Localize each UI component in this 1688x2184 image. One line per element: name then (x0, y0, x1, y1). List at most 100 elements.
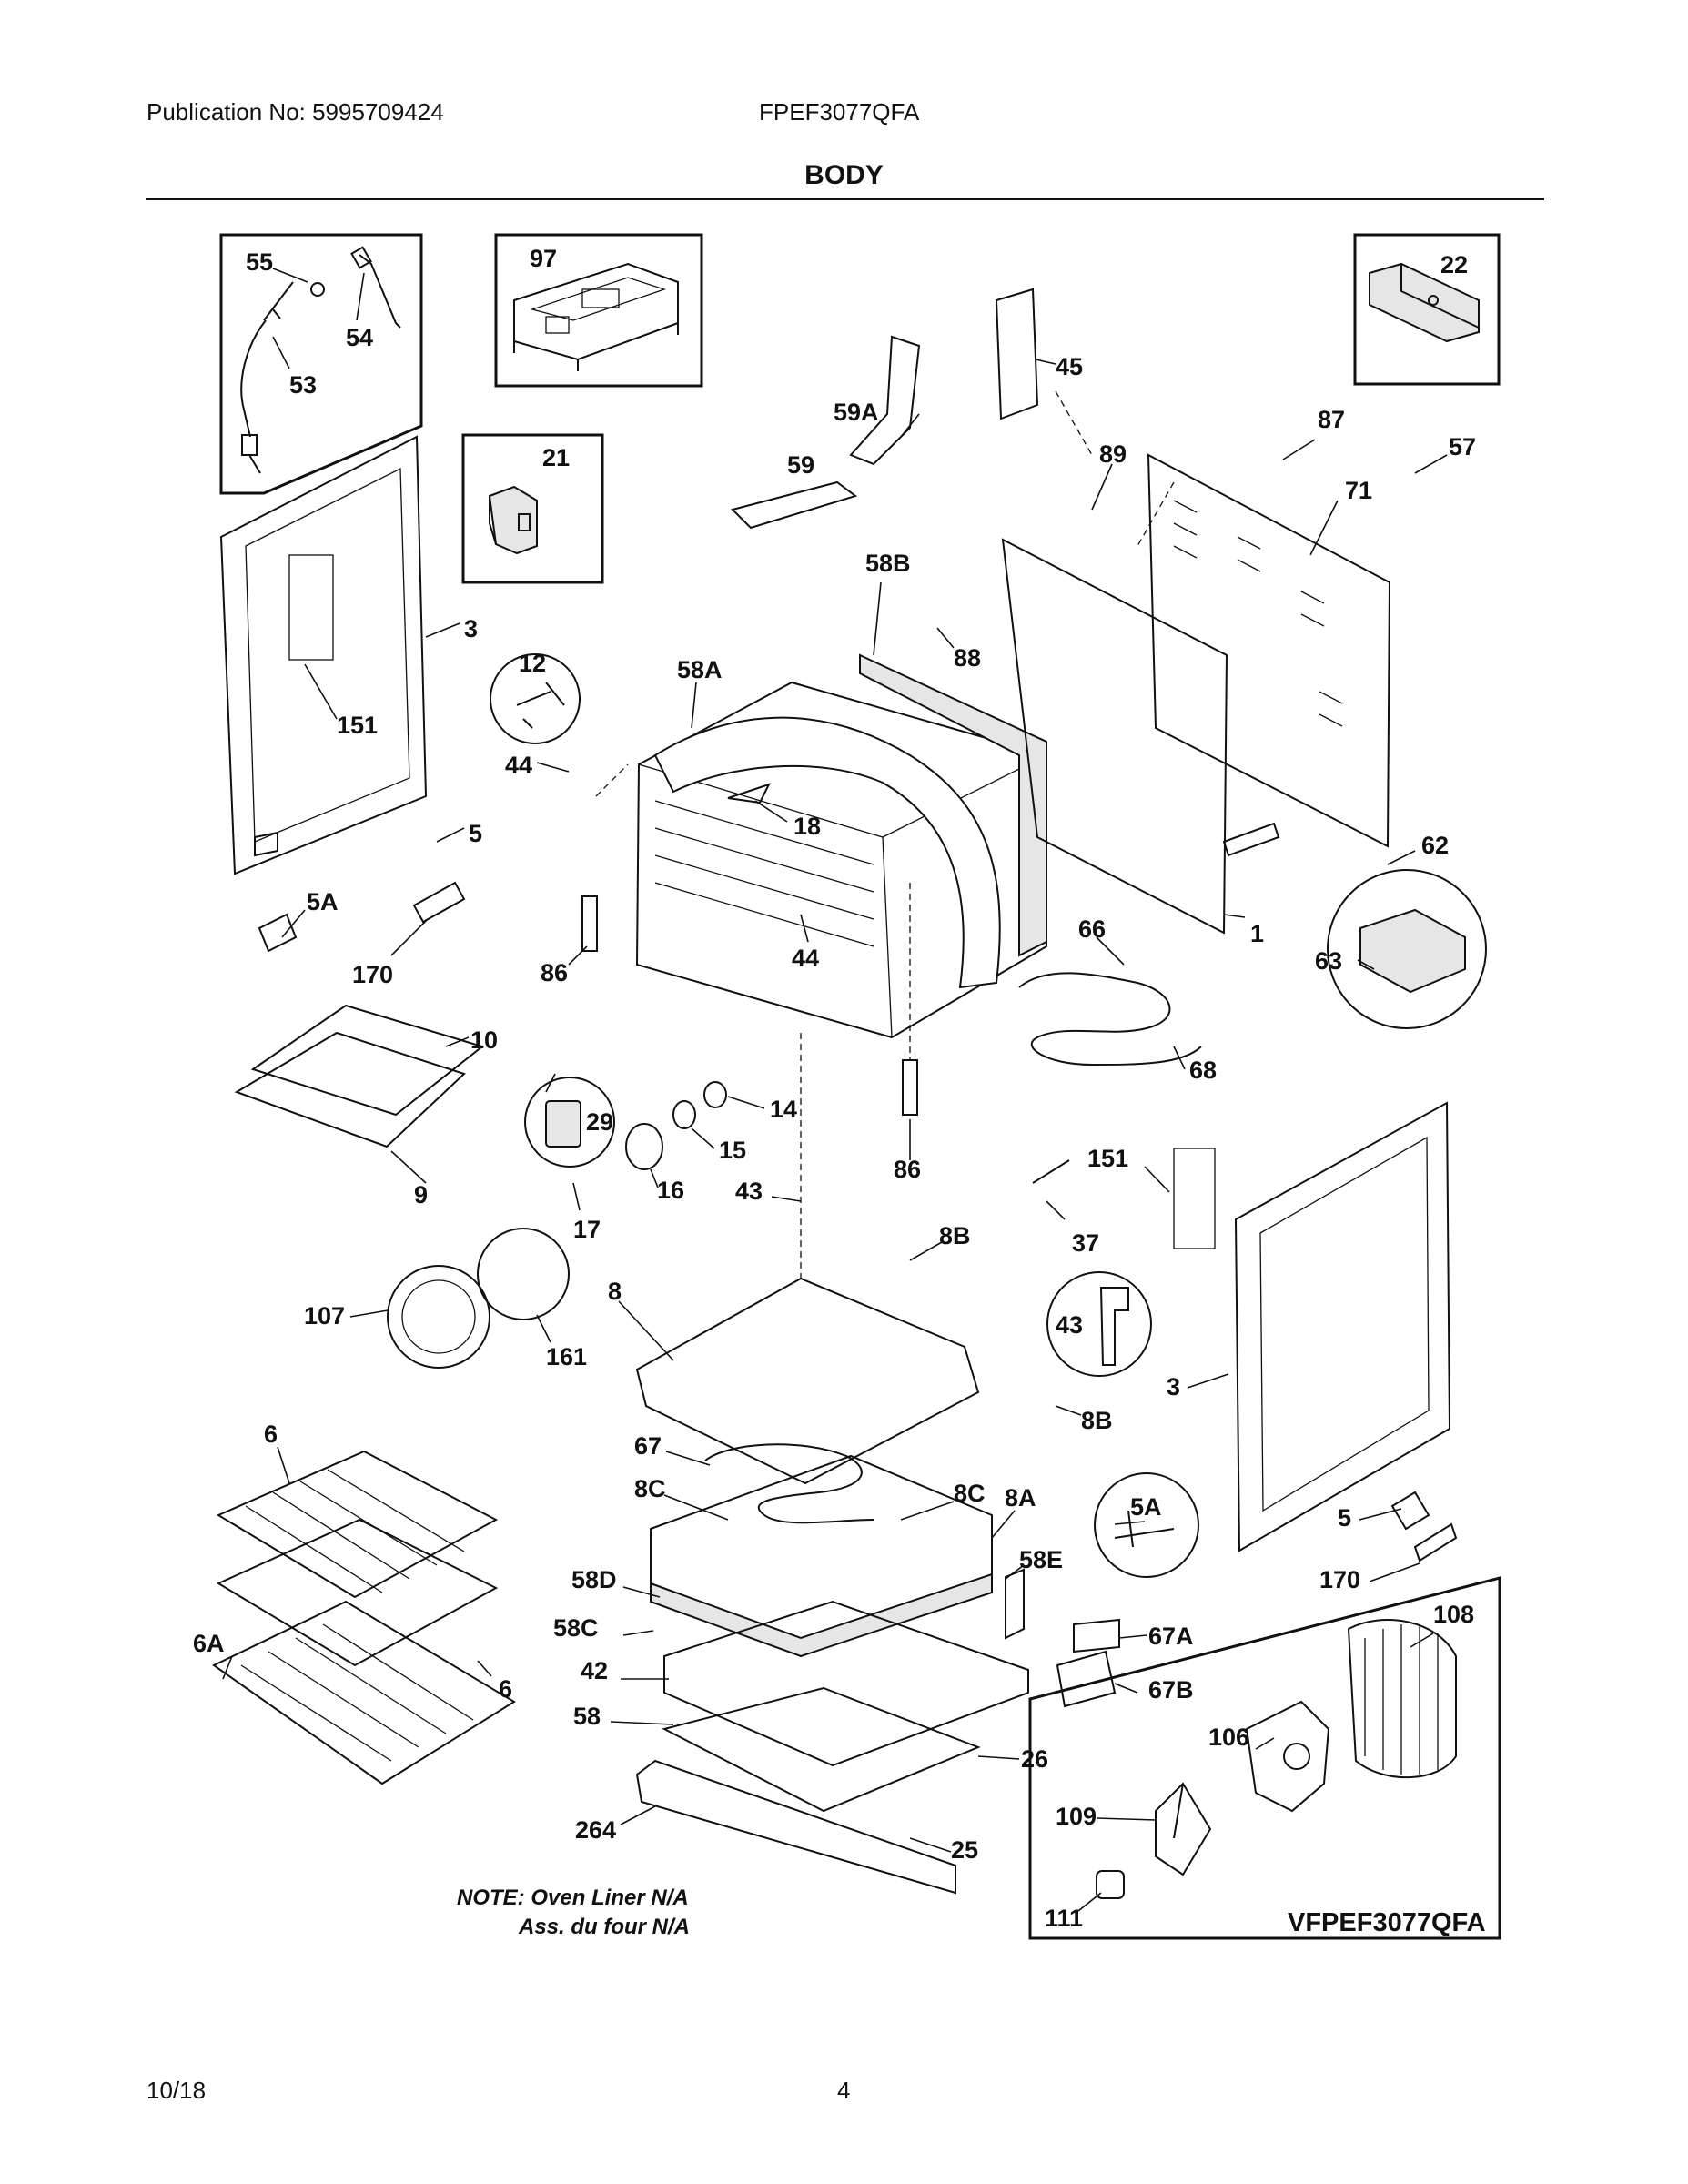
callout-58C: 58C (553, 1614, 599, 1642)
header-rule (146, 198, 1544, 200)
callout-18: 18 (793, 813, 821, 840)
inset-model-code: VFPEF3077QFA (1288, 1908, 1486, 1937)
callout-3b: 3 (1167, 1373, 1180, 1400)
callout-6b: 6 (499, 1675, 512, 1703)
bracket-45 (995, 288, 1039, 420)
callout-161: 161 (546, 1343, 587, 1370)
inset-circle-12 (490, 653, 581, 744)
callout-68: 68 (1189, 1057, 1217, 1084)
note-line-2: Ass. du four N/A (518, 1915, 690, 1939)
callout-17: 17 (573, 1216, 601, 1243)
callout-42: 42 (581, 1657, 608, 1684)
callout-170a: 170 (352, 961, 393, 988)
bracket-86b (902, 1059, 918, 1116)
insulation-blanket (653, 716, 1001, 989)
callout-58A: 58A (677, 656, 723, 683)
callout-86b: 86 (894, 1156, 921, 1183)
callout-8: 8 (608, 1278, 622, 1305)
callout-106: 106 (1208, 1724, 1249, 1751)
hinge-5A (258, 913, 298, 953)
callout-8A: 8A (1005, 1484, 1036, 1512)
note-line-1: NOTE: Oven Liner N/A (457, 1886, 689, 1910)
callout-37: 37 (1072, 1229, 1099, 1257)
inset-box-sensor (219, 233, 423, 495)
inset-box-control-board (494, 233, 703, 388)
publication-number: Publication No: 5995709424 (147, 98, 444, 126)
callout-67B: 67B (1148, 1676, 1194, 1704)
callout-labels: 55 54 53 97 22 45 59A 87 57 21 59 89 71 … (193, 245, 1476, 1932)
callout-14: 14 (770, 1096, 797, 1123)
bracket-86a (581, 895, 598, 952)
sensor-clip-18 (727, 783, 771, 804)
callout-26: 26 (1021, 1745, 1048, 1773)
bake-element (704, 1443, 874, 1524)
callout-1: 1 (1250, 920, 1264, 947)
fan-cover (387, 1265, 490, 1369)
broil-pan-insert (250, 1004, 485, 1117)
callout-108: 108 (1433, 1601, 1474, 1628)
callout-5b: 5 (1338, 1504, 1351, 1532)
callout-21: 21 (542, 444, 570, 471)
callout-54: 54 (346, 324, 373, 351)
callout-58B: 58B (865, 550, 911, 577)
vent-duct-59 (731, 480, 858, 530)
footer-page-number: 4 (837, 2077, 851, 2104)
oven-bottom (635, 1277, 980, 1485)
inset-box-convection-fan (1028, 1576, 1501, 1940)
callout-151a: 151 (337, 712, 378, 739)
lamp-lens (625, 1123, 663, 1170)
callout-63: 63 (1315, 947, 1342, 975)
callout-43b: 43 (1056, 1311, 1083, 1339)
callout-5Aa: 5A (307, 888, 339, 915)
callout-88: 88 (954, 644, 981, 672)
callout-45: 45 (1056, 353, 1083, 380)
callout-25: 25 (951, 1836, 978, 1864)
callout-16: 16 (657, 1177, 684, 1204)
callout-97: 97 (530, 245, 557, 272)
callout-53: 53 (289, 371, 317, 399)
rear-panel-outer (1147, 453, 1391, 848)
model-number: FPEF3077QFA (759, 98, 920, 126)
callout-89: 89 (1099, 440, 1127, 468)
callout-55: 55 (246, 248, 273, 276)
vent-duct-59A (849, 335, 921, 466)
callout-67: 67 (634, 1432, 662, 1460)
callout-66: 66 (1078, 915, 1106, 943)
terminal-block (1222, 822, 1280, 857)
callout-62: 62 (1421, 832, 1449, 859)
callout-86a: 86 (541, 959, 568, 986)
callout-8Ca: 8C (634, 1475, 666, 1502)
callout-170b: 170 (1319, 1566, 1360, 1593)
callout-58D: 58D (571, 1566, 617, 1593)
inset-box-bracket-22 (1353, 233, 1501, 386)
callout-107: 107 (304, 1302, 345, 1330)
callout-10: 10 (470, 1026, 498, 1054)
lamp-socket (703, 1081, 727, 1108)
callout-12: 12 (519, 650, 546, 677)
callout-44a: 44 (505, 752, 532, 779)
broil-element (1018, 972, 1202, 1067)
callout-3a: 3 (464, 615, 478, 642)
callout-58: 58 (573, 1703, 601, 1730)
callout-22: 22 (1440, 251, 1468, 278)
inset-circle-62 (1327, 869, 1487, 1029)
storage-drawer (635, 1454, 1120, 1895)
callout-8Ba: 8B (939, 1222, 971, 1249)
hinge-receptacle-170 (412, 881, 466, 924)
callout-87: 87 (1318, 406, 1345, 433)
callout-44b: 44 (792, 945, 819, 972)
callout-15: 15 (719, 1137, 746, 1164)
callout-29: 29 (586, 1108, 613, 1136)
footer-date: 10/18 (147, 2077, 207, 2104)
rear-insulation (859, 653, 1047, 957)
broil-pan (234, 1031, 466, 1148)
callout-59A: 59A (834, 399, 879, 426)
inset-circle-43 (1046, 1271, 1152, 1377)
hinge-5 (254, 831, 278, 857)
wire-37 (1032, 1159, 1070, 1184)
oven-cavity (635, 681, 1047, 1039)
inset-circle-5A (1094, 1472, 1199, 1578)
callout-6a: 6 (264, 1421, 278, 1448)
oven-door-left (219, 435, 428, 875)
